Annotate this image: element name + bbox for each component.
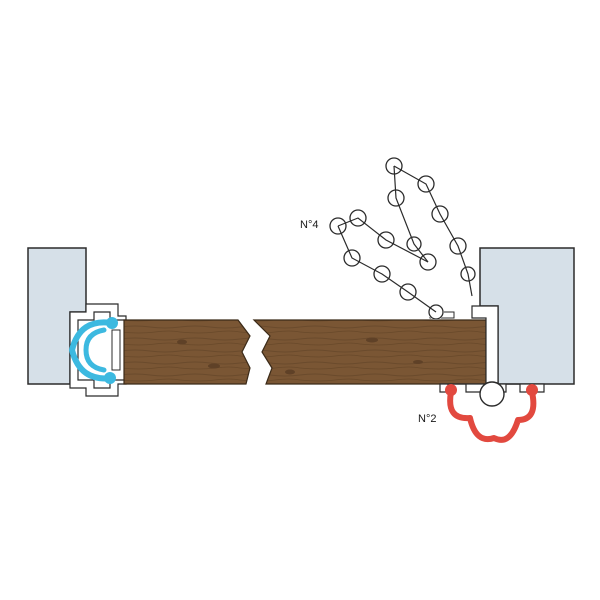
blue-seal [68,317,118,384]
red-seal [445,384,538,443]
chain-seal-links [337,165,473,313]
door-leaf-left [123,319,251,385]
loop-seal-label: N°2 [418,413,436,425]
chain-seal-label: N°4 [300,219,318,231]
door-leaf-right [252,319,487,385]
left-profile [69,303,127,397]
right-profile [429,305,545,407]
